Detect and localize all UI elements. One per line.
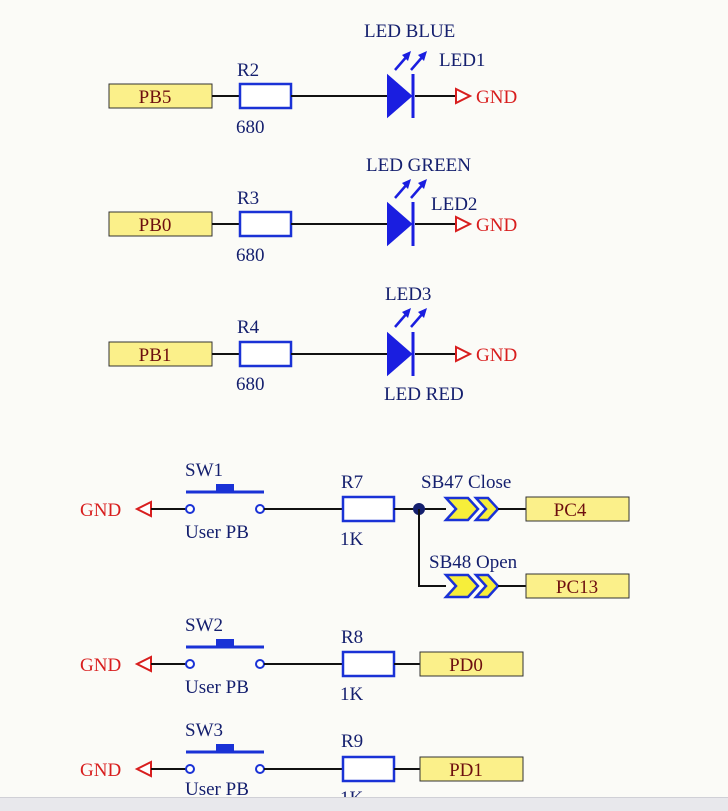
led-diode bbox=[387, 201, 413, 247]
solder-pad-left bbox=[443, 496, 480, 522]
led-diode bbox=[387, 331, 413, 377]
led-circuit-1: PB5 R2 680 LED BLUE LED1 GND bbox=[108, 21, 517, 138]
port-label: PB0 bbox=[139, 215, 172, 236]
solder-pad-right bbox=[473, 496, 500, 522]
gnd-label: GND bbox=[476, 345, 517, 366]
led-label-top: LED BLUE bbox=[364, 21, 455, 42]
light-arrows-icon bbox=[394, 179, 427, 199]
switch-name: SW1 bbox=[185, 460, 223, 481]
switch-label: User PB bbox=[185, 677, 249, 698]
resistor bbox=[341, 650, 396, 678]
resistor-label: R7 bbox=[341, 472, 363, 493]
resistor-value: 680 bbox=[236, 374, 265, 395]
led-label-side: LED2 bbox=[431, 194, 477, 215]
switch-name: SW3 bbox=[185, 720, 223, 741]
solder-bridge-label: SB48 Open bbox=[429, 552, 518, 573]
port-label: PD0 bbox=[449, 655, 483, 676]
port-box bbox=[108, 211, 213, 237]
led-circuit-3: PB1 R4 680 LED3 LED RED GND bbox=[108, 284, 517, 405]
port-box bbox=[525, 573, 630, 599]
solder-bridge-label: SB47 Close bbox=[421, 472, 511, 493]
port-label: PD1 bbox=[449, 760, 483, 781]
port-label: PC4 bbox=[554, 500, 587, 521]
solder-bridge-sb48: SB48 Open PC13 bbox=[429, 552, 630, 599]
port-label: PB1 bbox=[139, 345, 172, 366]
wire bbox=[418, 509, 446, 587]
gnd-arrow-icon bbox=[455, 87, 473, 105]
resistor-label: R2 bbox=[237, 60, 259, 81]
pushbutton-switch bbox=[185, 484, 265, 514]
solder-pad-right bbox=[473, 573, 500, 599]
gnd-arrow-icon bbox=[134, 655, 152, 673]
pushbutton-switch bbox=[185, 744, 265, 774]
gnd-arrow-icon bbox=[455, 345, 473, 363]
resistor bbox=[341, 755, 396, 783]
port-box bbox=[108, 341, 213, 367]
led-label-top: LED3 bbox=[385, 284, 431, 305]
light-arrows-icon bbox=[394, 51, 427, 71]
switch-circuit-3: GND SW3 User PB R9 1K PD1 bbox=[80, 720, 524, 797]
port-box bbox=[525, 496, 630, 522]
resistor bbox=[341, 495, 396, 523]
resistor bbox=[238, 82, 293, 110]
switch-circuit-2: GND SW2 User PB R8 1K PD0 bbox=[80, 615, 524, 705]
gnd-arrow-icon bbox=[134, 760, 152, 778]
resistor-label: R8 bbox=[341, 627, 363, 648]
gnd-label: GND bbox=[476, 215, 517, 236]
port-box bbox=[108, 83, 213, 109]
light-arrows-icon bbox=[394, 308, 427, 328]
gnd-label: GND bbox=[80, 655, 121, 676]
resistor bbox=[238, 210, 293, 238]
resistor-value: 680 bbox=[236, 117, 265, 138]
pushbutton-switch bbox=[185, 639, 265, 669]
led-label-bottom: LED RED bbox=[384, 384, 464, 405]
switch-label: User PB bbox=[185, 522, 249, 543]
resistor-value: 680 bbox=[236, 245, 265, 266]
switch-label: User PB bbox=[185, 779, 249, 797]
resistor-value: 1K bbox=[340, 529, 364, 550]
resistor-label: R4 bbox=[237, 317, 260, 338]
gnd-label: GND bbox=[80, 760, 121, 781]
port-label: PC13 bbox=[556, 577, 598, 598]
gnd-arrow-icon bbox=[134, 500, 152, 518]
gnd-label: GND bbox=[476, 87, 517, 108]
led-label-side: LED1 bbox=[439, 50, 485, 71]
resistor bbox=[238, 340, 293, 368]
resistor-label: R9 bbox=[341, 731, 363, 752]
resistor-value: 1K bbox=[340, 788, 364, 797]
solder-bridge-sb47: SB47 Close PC4 bbox=[421, 472, 630, 522]
gnd-arrow-icon bbox=[455, 215, 473, 233]
led-label-top: LED GREEN bbox=[366, 155, 471, 176]
port-box bbox=[419, 756, 524, 782]
port-label: PB5 bbox=[139, 87, 172, 108]
switch-name: SW2 bbox=[185, 615, 223, 636]
bottom-scroll-strip bbox=[0, 797, 728, 811]
led-circuit-2: PB0 R3 680 LED GREEN LED2 GND bbox=[108, 155, 517, 266]
port-box bbox=[419, 651, 524, 677]
led-diode bbox=[387, 73, 413, 119]
resistor-value: 1K bbox=[340, 684, 364, 705]
switch-circuit-1: GND SW1 User PB R7 1K bbox=[80, 460, 446, 587]
gnd-label: GND bbox=[80, 500, 121, 521]
solder-pad-left bbox=[443, 573, 480, 599]
resistor-label: R3 bbox=[237, 188, 259, 209]
